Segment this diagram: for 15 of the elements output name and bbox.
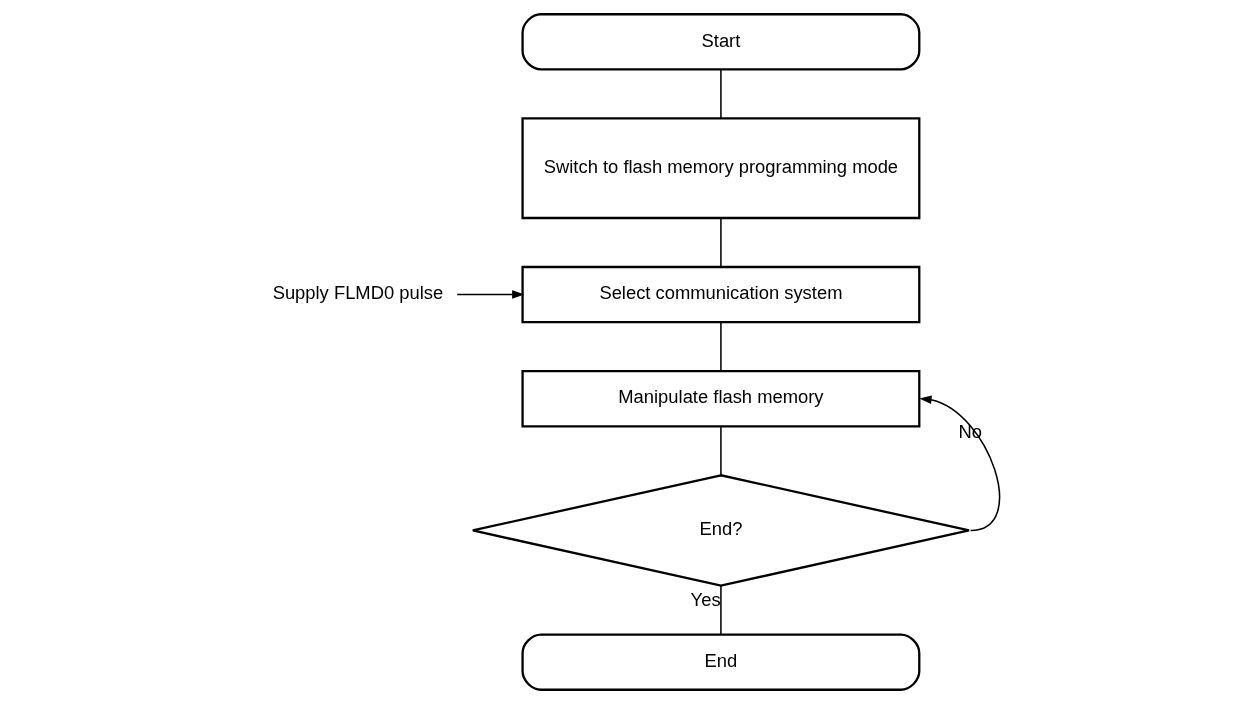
edge-label: Yes: [690, 588, 721, 610]
arrow: [918, 395, 1000, 532]
connector: [719, 217, 722, 268]
node-box: Select communication system: [520, 265, 920, 324]
connector: [719, 68, 722, 119]
node-text: Supply FLMD0 pulse: [272, 282, 443, 304]
connector: [719, 585, 722, 636]
node-box: Switch to flash memory programming mode: [520, 117, 920, 220]
arrow: [455, 290, 524, 299]
node-box: Manipulate flash memory: [520, 370, 920, 428]
connector: [719, 426, 722, 476]
node-diamond: End?: [471, 474, 970, 587]
node-box: End: [520, 633, 920, 691]
node-box: Start: [520, 13, 920, 71]
connector: [719, 321, 722, 372]
